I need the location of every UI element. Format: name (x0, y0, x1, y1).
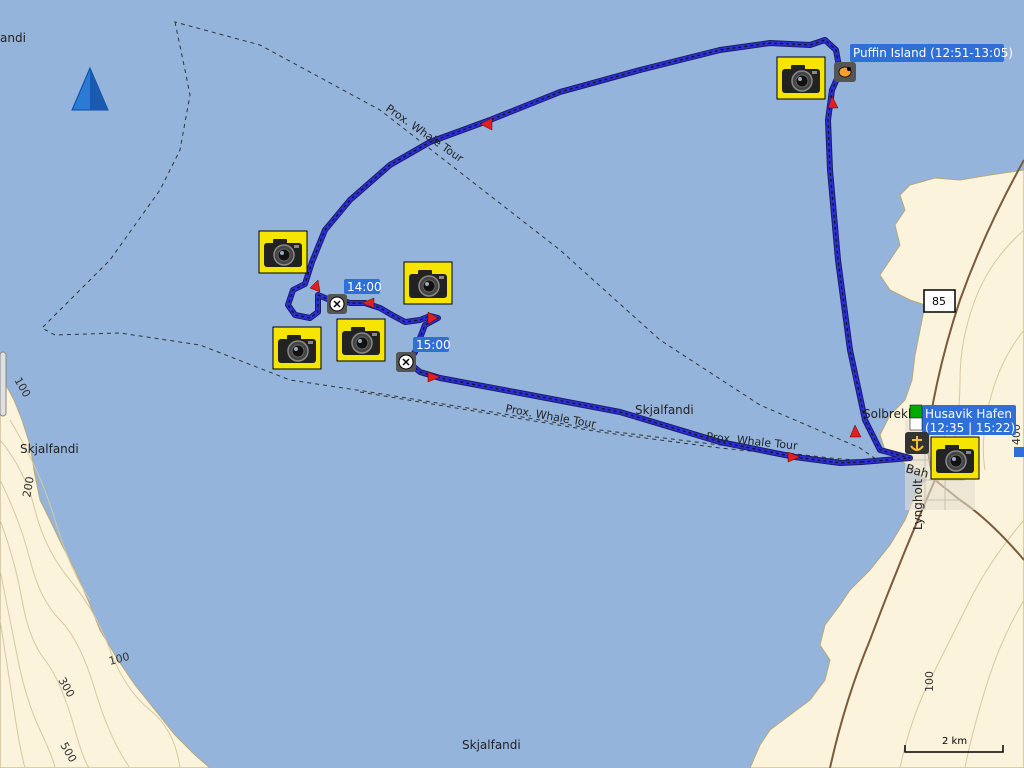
flag-icon (909, 404, 923, 431)
svg-text:Puffin Island (12:51-13:05): Puffin Island (12:51-13:05) (853, 46, 1013, 60)
camera-icon (776, 56, 826, 100)
waypoint-x-icon[interactable] (396, 352, 416, 372)
anchor-icon[interactable] (905, 432, 929, 454)
camera-icon (403, 261, 453, 305)
place-label: Skjalfandi (20, 442, 79, 456)
edge-marker (1014, 447, 1024, 457)
camera-icon (272, 326, 322, 370)
contour-label: 100 (923, 671, 936, 692)
svg-text:14:00: 14:00 (347, 280, 382, 294)
scale-bar: 2 km (904, 736, 1004, 753)
contour-label: 100 (107, 650, 131, 668)
arrow-marker (849, 424, 862, 438)
place-label: Solbrekka (863, 407, 922, 421)
place-label: Skjalfandi (635, 403, 694, 417)
place-label: Lyngholt (911, 479, 925, 530)
road-85 (927, 159, 1024, 561)
svg-text:2 km: 2 km (942, 736, 967, 747)
arrow-marker (787, 451, 801, 463)
arrow-marker (427, 311, 439, 325)
puffin-island-callout[interactable]: Puffin Island (12:51-13:05) (850, 44, 1013, 62)
husavik-callout[interactable]: Husavik Hafen (12:35 | 15:22) (922, 405, 1016, 435)
svg-text:85: 85 (932, 295, 946, 308)
camera-icon (258, 230, 308, 274)
svg-text:Husavik Hafen: Husavik Hafen (925, 407, 1012, 421)
time-callout-1400: 14:00 (344, 279, 382, 294)
camera-icon (336, 318, 386, 362)
arrow-marker (827, 95, 839, 109)
arrow-marker (309, 279, 321, 293)
bird-icon[interactable] (834, 62, 856, 82)
arrow-marker (479, 117, 493, 131)
svg-text:(12:35 | 15:22): (12:35 | 15:22) (925, 421, 1015, 435)
time-callout-1500: 15:00 (413, 337, 451, 352)
arrow-marker (361, 297, 375, 309)
camera-icon (930, 436, 980, 480)
direction-arrows (309, 95, 862, 463)
place-label: Bah (904, 461, 930, 481)
zoom-slider[interactable] (0, 351, 7, 417)
waypoint-x-icon[interactable] (327, 294, 347, 314)
place-label: Skjalfandi (462, 738, 521, 752)
svg-text:15:00: 15:00 (416, 338, 451, 352)
arrow-marker (427, 371, 441, 383)
place-label: andi (0, 31, 26, 45)
road-shield: 85 (923, 289, 956, 313)
north-arrow-icon (71, 66, 109, 111)
contour-label: 200 (20, 475, 36, 498)
